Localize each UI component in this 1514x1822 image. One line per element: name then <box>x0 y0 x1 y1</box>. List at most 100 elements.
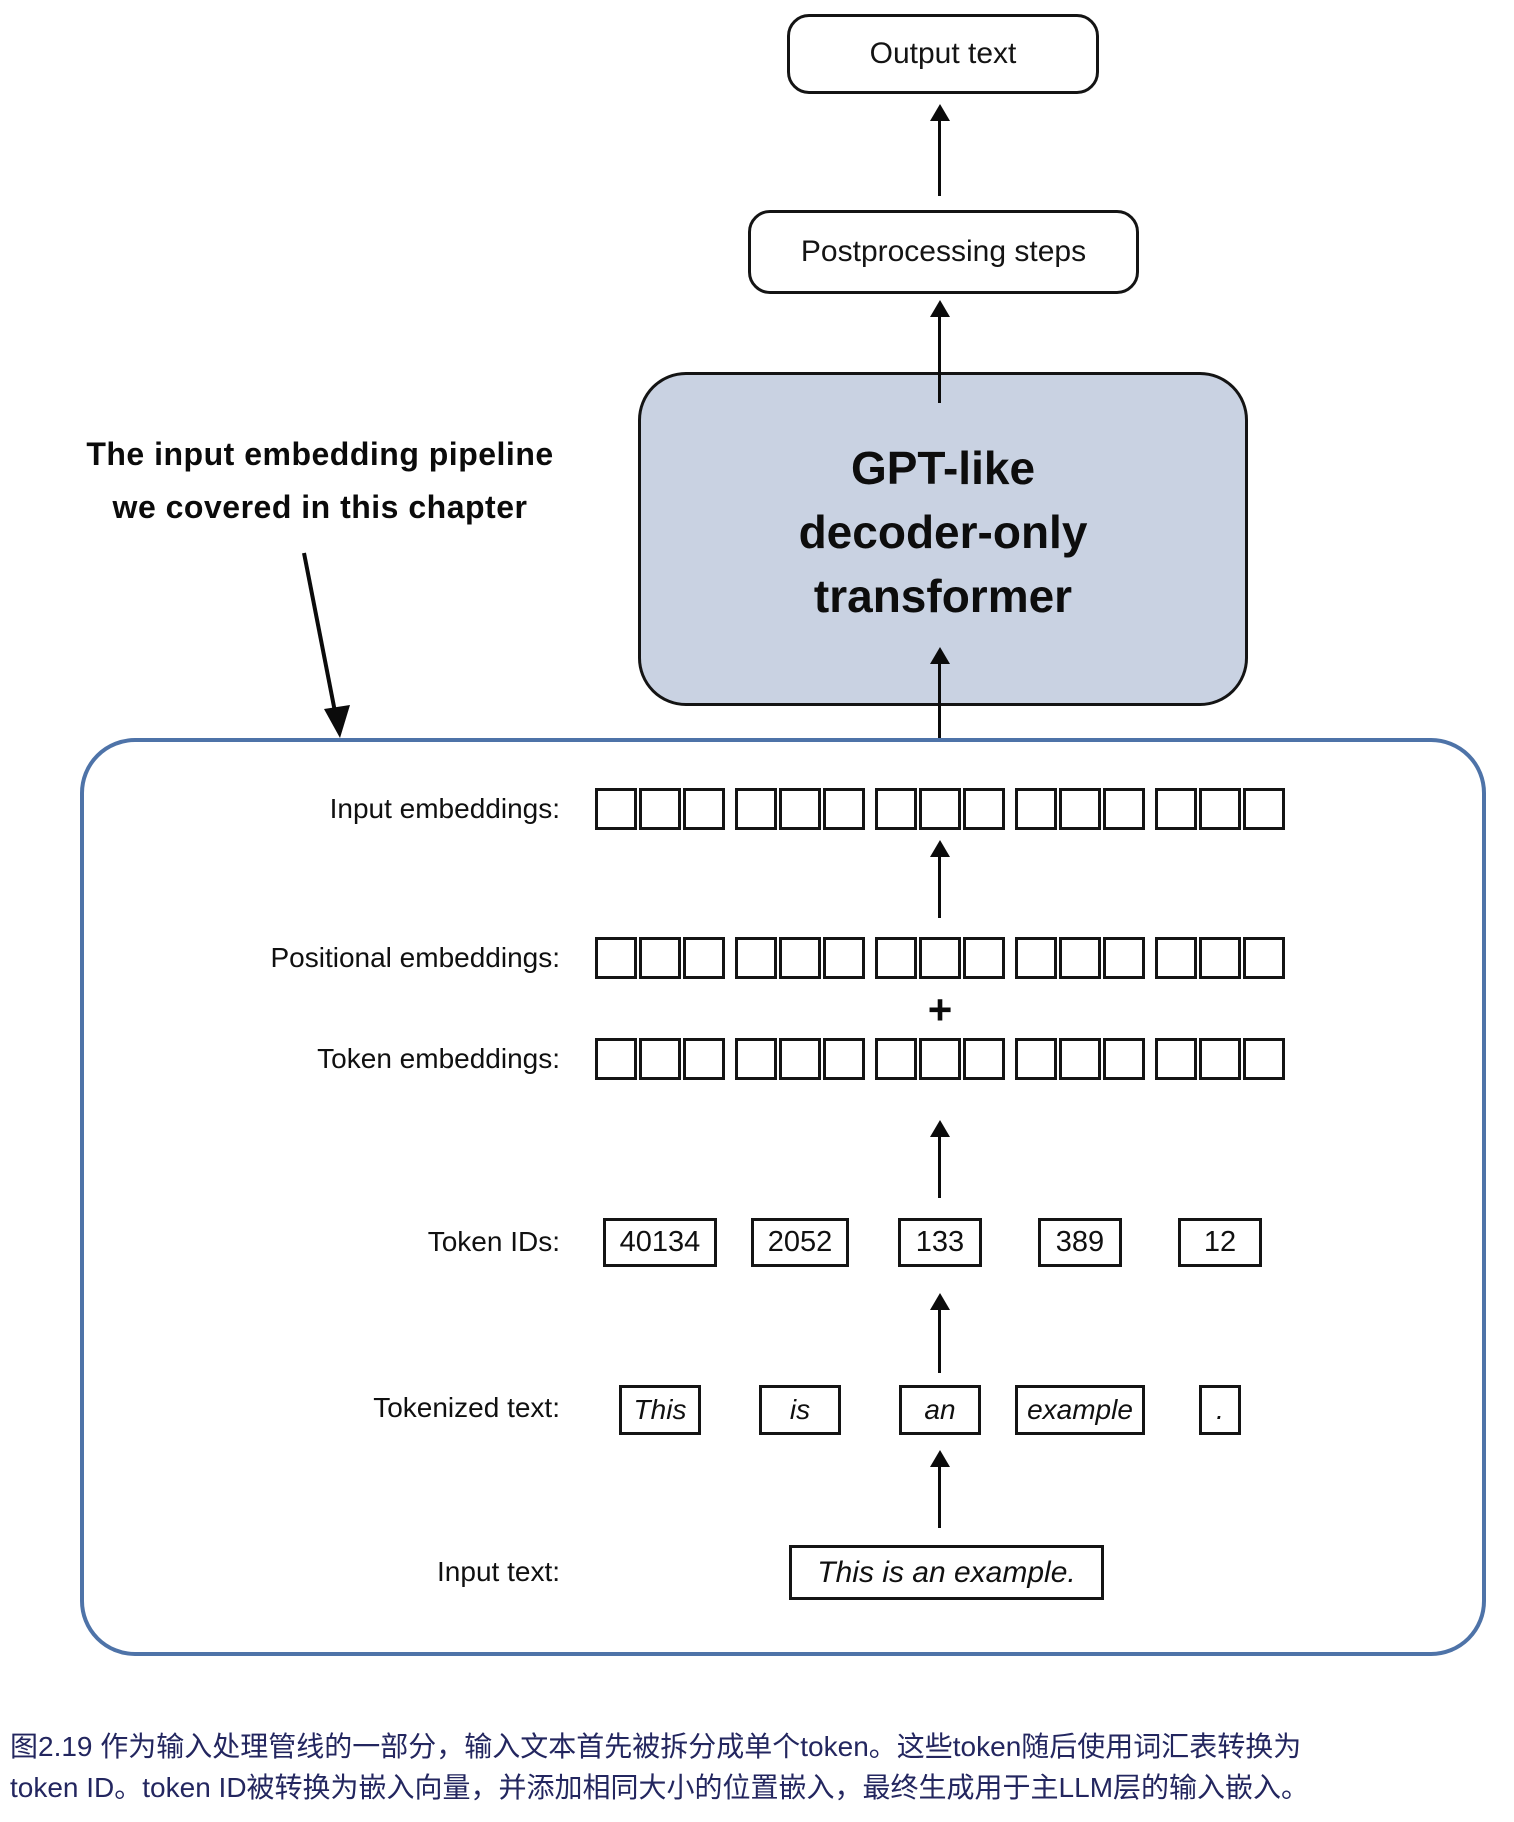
token-box: an <box>899 1385 981 1435</box>
embedding-cell <box>875 788 917 830</box>
embedding-cell <box>875 1038 917 1080</box>
embedding-cell <box>595 937 637 979</box>
embedding-cell <box>823 1038 865 1080</box>
token-box: This <box>618 1385 702 1435</box>
token-embeddings-row <box>595 1038 1285 1080</box>
embedding-cell <box>683 788 725 830</box>
input-embeddings-row <box>595 788 1285 830</box>
arrow-up-to-postprocessing-icon <box>938 316 942 403</box>
pipeline-column: . <box>1155 1385 1285 1435</box>
embedding-cell <box>823 937 865 979</box>
embedding-cell <box>639 788 681 830</box>
pipeline-column: 40134 <box>595 1218 725 1267</box>
token-embeddings-label: Token embeddings: <box>317 1043 560 1074</box>
input-text-label: Input text: <box>437 1556 560 1587</box>
embedding-cell <box>1059 937 1101 979</box>
token-ids-label: Token IDs: <box>427 1226 560 1257</box>
embedding-cell <box>1015 937 1057 979</box>
annotation-arrow-icon <box>302 552 350 738</box>
embedding-group <box>1015 788 1145 830</box>
token-id-box: 2052 <box>750 1218 850 1267</box>
embedding-group <box>735 788 865 830</box>
embedding-group <box>1155 788 1285 830</box>
embedding-group <box>1155 1038 1285 1080</box>
pipeline-column: 2052 <box>735 1218 865 1267</box>
pipeline-column: 12 <box>1155 1218 1285 1267</box>
embedding-cell <box>823 788 865 830</box>
embedding-cell <box>683 937 725 979</box>
embedding-cell <box>1015 788 1057 830</box>
embedding-cell <box>919 937 961 979</box>
arrow-up-to-token-embeddings-icon <box>938 1136 942 1198</box>
embedding-cell <box>1243 937 1285 979</box>
embedding-group <box>595 937 725 979</box>
gpt-line-3: transformer <box>813 570 1073 622</box>
embedding-cell <box>683 1038 725 1080</box>
arrow-up-into-transformer-icon <box>938 663 942 788</box>
pipeline-column: 133 <box>875 1218 1005 1267</box>
embedding-cell <box>639 1038 681 1080</box>
embedding-cell <box>1155 788 1197 830</box>
embedding-group <box>875 788 1005 830</box>
embedding-group <box>875 937 1005 979</box>
token-id-box: 12 <box>1178 1218 1262 1267</box>
gpt-line-2: decoder-only <box>798 506 1088 558</box>
pipeline-column: example <box>1015 1385 1145 1435</box>
postprocessing-label: Postprocessing steps <box>800 235 1087 268</box>
embedding-cell <box>779 788 821 830</box>
embedding-cell <box>1103 1038 1145 1080</box>
embedding-cell <box>963 1038 1005 1080</box>
embedding-cell <box>735 788 777 830</box>
embedding-group <box>875 1038 1005 1080</box>
arrow-up-to-input-embeddings-icon <box>938 856 942 918</box>
gpt-transformer-label: GPT-like decoder-only transformer <box>799 436 1088 628</box>
gpt-line-1: GPT-like <box>850 442 1036 494</box>
embedding-cell <box>1155 937 1197 979</box>
embedding-cell <box>963 937 1005 979</box>
arrow-up-to-tokenized-text-icon <box>938 1466 942 1528</box>
output-text-node: Output text <box>787 14 1099 94</box>
embedding-cell <box>595 1038 637 1080</box>
input-embeddings-label: Input embeddings: <box>329 793 560 824</box>
token-box: is <box>759 1385 841 1435</box>
token-box: . <box>1199 1385 1241 1435</box>
embedding-cell <box>1155 1038 1197 1080</box>
annotation-line-2: we covered in this chapter <box>112 489 528 525</box>
figure-caption: 图2.19 作为输入处理管线的一部分，输入文本首先被拆分成单个token。这些t… <box>10 1726 1510 1808</box>
embedding-group <box>735 937 865 979</box>
token-box: example <box>1015 1385 1145 1435</box>
embedding-group <box>595 788 725 830</box>
token-id-box: 40134 <box>602 1218 718 1267</box>
embedding-cell <box>1103 788 1145 830</box>
embedding-cell <box>639 937 681 979</box>
embedding-cell <box>1243 788 1285 830</box>
embedding-group <box>735 1038 865 1080</box>
positional-embeddings-row <box>595 937 1285 979</box>
output-text-label: Output text <box>869 37 1017 70</box>
embedding-group <box>1155 937 1285 979</box>
embedding-cell <box>1199 788 1241 830</box>
pipeline-column: is <box>735 1385 865 1435</box>
input-text-box: This is an example. <box>789 1545 1104 1600</box>
embedding-cell <box>919 1038 961 1080</box>
embedding-cell <box>1199 1038 1241 1080</box>
embedding-cell <box>919 788 961 830</box>
pipeline-column: an <box>875 1385 1005 1435</box>
input-embedding-pipeline-box <box>80 738 1486 1656</box>
embedding-cell <box>779 1038 821 1080</box>
embedding-cell <box>1243 1038 1285 1080</box>
embedding-group <box>1015 1038 1145 1080</box>
embedding-cell <box>1015 1038 1057 1080</box>
caption-line-2: token ID。token ID被转换为嵌入向量，并添加相同大小的位置嵌入，最… <box>10 1772 1310 1803</box>
embedding-cell <box>595 788 637 830</box>
annotation-line-1: The input embedding pipeline <box>86 436 554 472</box>
positional-embeddings-label: Positional embeddings: <box>270 942 560 973</box>
embedding-cell <box>1103 937 1145 979</box>
pipeline-column: This <box>595 1385 725 1435</box>
token-id-box: 133 <box>898 1218 982 1267</box>
arrow-up-to-token-ids-icon <box>938 1309 942 1373</box>
embedding-cell <box>875 937 917 979</box>
embedding-cell <box>735 1038 777 1080</box>
